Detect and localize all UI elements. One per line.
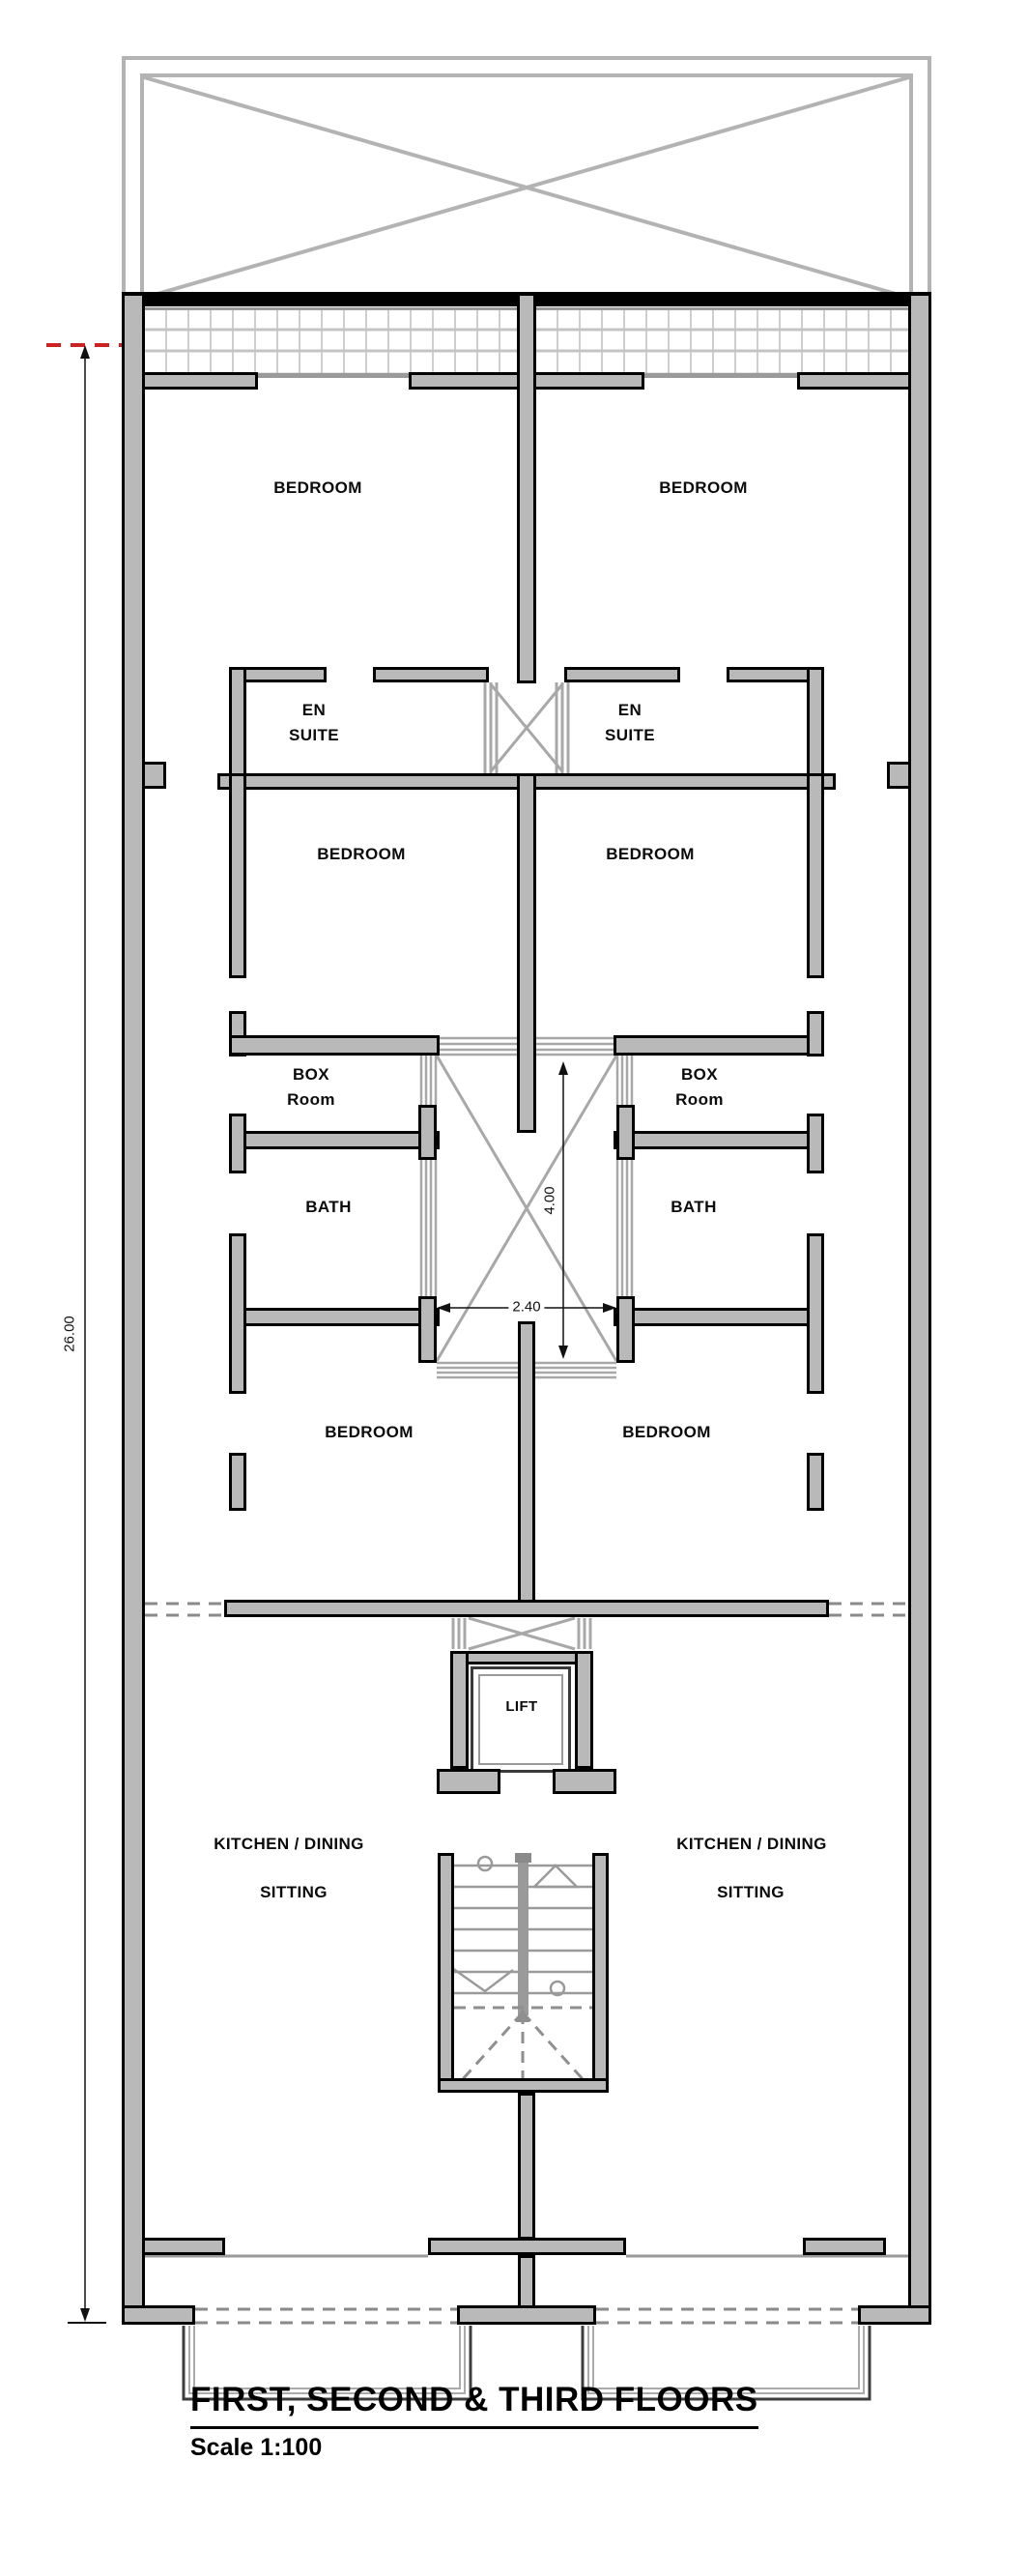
wall-segment xyxy=(142,762,166,789)
wall-segment xyxy=(243,1131,440,1149)
wall-segment xyxy=(564,667,680,682)
room-label-bedroom-front-left: BEDROOM xyxy=(273,478,362,497)
ensuite-line2: SUITE xyxy=(288,726,340,744)
wall-segment xyxy=(438,1853,454,2093)
dashed-openings xyxy=(145,1602,908,2325)
dimension-26 xyxy=(68,345,106,2324)
wall-segment xyxy=(437,1769,500,1794)
room-label-kitchen-right: KITCHEN / DINING xyxy=(676,1835,827,1853)
tile-hatch-left xyxy=(145,307,517,378)
wall-segment xyxy=(807,1114,824,1173)
wall-segment xyxy=(858,2305,931,2325)
dimension-text-overall: 26.00 xyxy=(61,1316,78,1352)
wall-segment xyxy=(229,773,246,978)
central-shaft-brace xyxy=(435,1055,618,1362)
dimension-4 xyxy=(558,1061,568,1359)
balcony-left xyxy=(182,2326,472,2401)
dimension-text-shaft-width: 2.40 xyxy=(508,1298,545,1316)
wall-segment xyxy=(418,1296,437,1363)
tile-hatch-right xyxy=(536,307,908,378)
terrace-void xyxy=(122,56,931,302)
ensuite-line1: EN xyxy=(301,701,327,719)
wall-segment xyxy=(418,1105,437,1160)
hatch-rails xyxy=(145,328,908,353)
wall-segment xyxy=(807,1233,824,1394)
room-label-sitting-left: SITTING xyxy=(260,1883,328,1901)
wall-segment xyxy=(807,773,824,978)
drawing-title: FIRST, SECOND & THIRD FLOORS xyxy=(190,2381,758,2429)
wall-segment xyxy=(518,1321,535,1617)
box-line2: Room xyxy=(675,1090,724,1109)
wall-segment xyxy=(438,2078,609,2093)
lift-vent-shaft xyxy=(451,1616,592,1651)
wall-segment xyxy=(229,667,246,778)
room-label-lift: LIFT xyxy=(505,1698,538,1715)
wall-segment xyxy=(575,1651,593,1769)
wall-segment xyxy=(616,1105,635,1160)
lift-cabin-inner-line xyxy=(478,1674,563,1765)
room-label-sitting-right: SITTING xyxy=(717,1883,785,1901)
wall-segment xyxy=(428,2238,626,2255)
wall-segment xyxy=(807,667,824,778)
box-line2: Room xyxy=(287,1090,335,1109)
room-label-bedroom-rear-left: BEDROOM xyxy=(325,1423,414,1441)
room-label-bedroom-front-right: BEDROOM xyxy=(659,478,748,497)
wall-segment xyxy=(518,2093,535,2240)
wall-segment xyxy=(122,2305,195,2325)
wall-segment xyxy=(142,2238,225,2255)
wall-segment xyxy=(807,1453,824,1511)
wall-segment xyxy=(517,773,536,1133)
room-label-bath-left: BATH xyxy=(305,1198,352,1216)
wall-segment xyxy=(797,372,911,390)
wall-segment xyxy=(450,1651,593,1664)
wall-segment xyxy=(803,2238,886,2255)
room-label-bedroom-mid-left: BEDROOM xyxy=(317,845,406,863)
wall-segment xyxy=(142,372,258,390)
lift-cabin xyxy=(471,1666,571,1773)
drawing-scale: Scale 1:100 xyxy=(190,2434,323,2461)
wall-segment xyxy=(450,1651,469,1769)
room-label-ensuite-right: EN SUITE xyxy=(605,698,655,748)
wall-segment xyxy=(224,1600,829,1617)
room-label-bedroom-rear-right: BEDROOM xyxy=(622,1423,711,1441)
wall-segment xyxy=(614,1131,810,1149)
room-label-boxroom-left: BOX Room xyxy=(287,1062,335,1113)
room-label-ensuite-left: EN SUITE xyxy=(289,698,339,748)
wall-segment xyxy=(229,1035,440,1056)
wall-segment xyxy=(553,1769,616,1794)
balcony-right xyxy=(581,2326,871,2401)
central-shaft-louvres xyxy=(419,1036,634,1379)
wall-segment xyxy=(616,1296,635,1363)
wall-segment xyxy=(122,293,145,2325)
wall-segment xyxy=(614,1308,810,1326)
wall-segment xyxy=(807,1011,824,1056)
wall-segment xyxy=(614,1035,824,1056)
wall-segment xyxy=(243,1308,440,1326)
room-label-boxroom-right: BOX Room xyxy=(675,1062,724,1113)
box-line1: BOX xyxy=(680,1065,719,1084)
wall-segment xyxy=(887,762,911,789)
wall-segment xyxy=(908,293,931,2325)
ensuite-line2: SUITE xyxy=(604,726,656,744)
ensuite-shaft xyxy=(483,682,570,773)
wall-segment xyxy=(518,2255,535,2309)
ensuite-line1: EN xyxy=(617,701,642,719)
wall-segment xyxy=(229,1453,246,1511)
wall-segment xyxy=(457,2305,596,2325)
room-label-bath-right: BATH xyxy=(671,1198,717,1216)
staircase xyxy=(451,1853,592,2086)
room-label-kitchen-left: KITCHEN / DINING xyxy=(214,1835,364,1853)
wall-segment xyxy=(517,293,536,683)
wall-segment xyxy=(592,1853,609,2093)
dimension-text-shaft-length: 4.00 xyxy=(541,1186,558,1215)
box-line1: BOX xyxy=(292,1065,330,1084)
wall-segment xyxy=(373,667,489,682)
room-label-bedroom-mid-right: BEDROOM xyxy=(606,845,695,863)
